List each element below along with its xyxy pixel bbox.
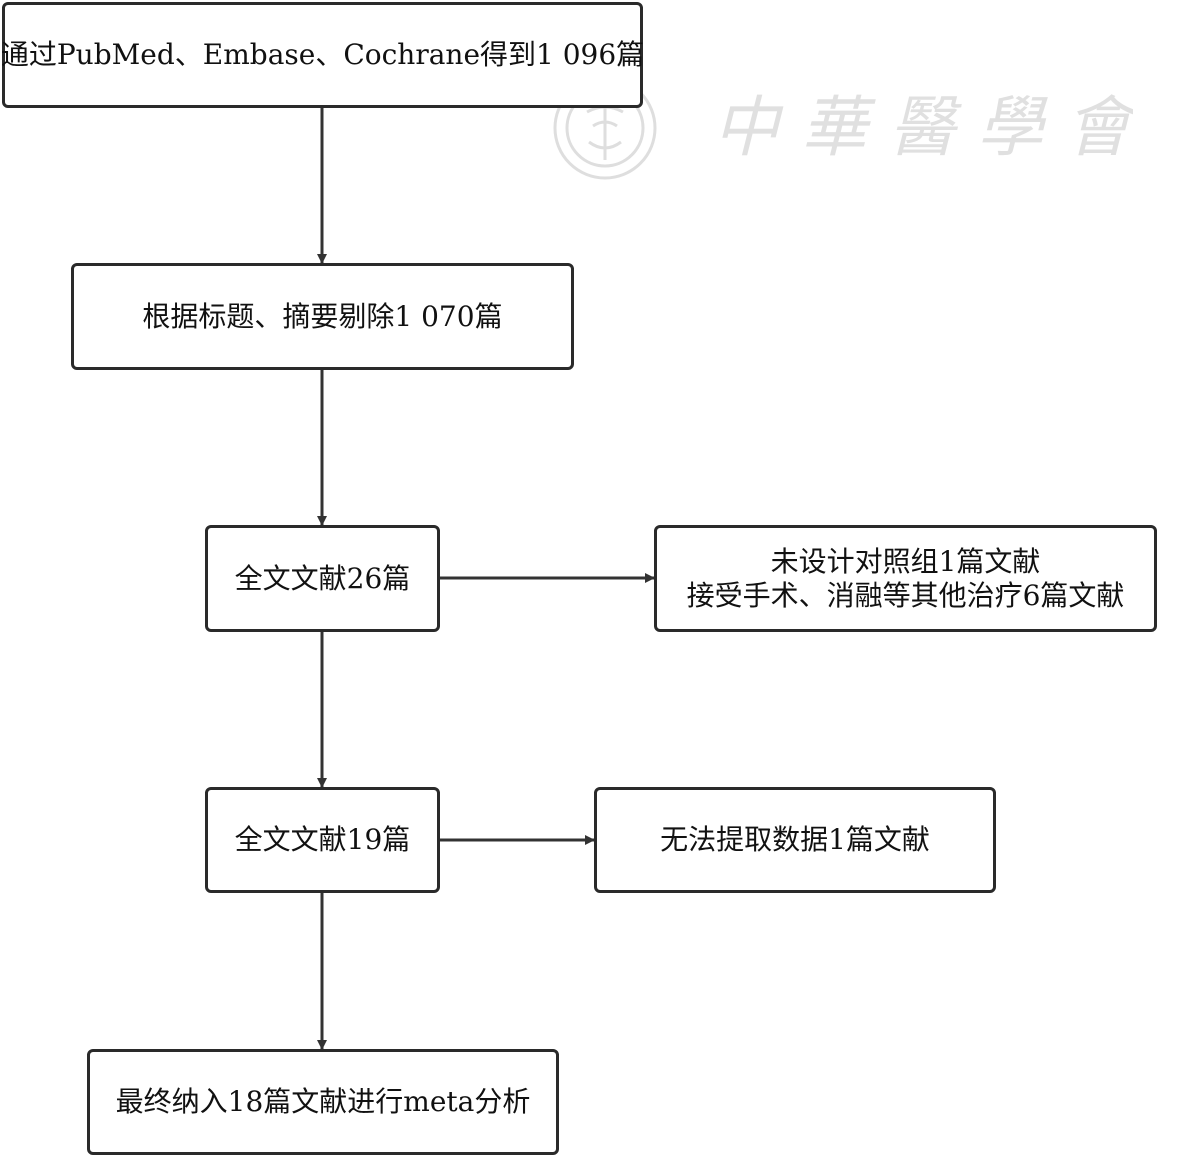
exclude1-box: 未设计对照组1篇文献 接受手术、消融等其他治疗6篇文献 [654,525,1157,632]
exclude1-line2: 接受手术、消融等其他治疗6篇文献 [686,578,1125,612]
search-box: 通过PubMed、Embase、Cochrane得到1 096篇 [0,2,645,108]
screen-box: 根据标题、摘要剔除1 070篇 [71,263,574,370]
fulltext-box-text: 全文文献26篇 [234,561,411,595]
exclude1-line1: 未设计对照组1篇文献 [770,544,1041,578]
chinese-medical-association-watermark: 中華醫學會 [553,76,1133,180]
fulltext-box: 全文文献26篇 [205,525,440,632]
exclude2-box: 无法提取数据1篇文献 [594,787,996,893]
included-box: 最终纳入18篇文献进行meta分析 [87,1049,559,1155]
fulltext2-box-text: 全文文献19篇 [234,823,411,857]
screen-box-text: 根据标题、摘要剔除1 070篇 [142,299,503,333]
fulltext2-box: 全文文献19篇 [205,787,440,893]
exclude2-box-text: 无法提取数据1篇文献 [660,823,930,857]
included-box-text: 最终纳入18篇文献进行meta分析 [115,1085,531,1119]
watermark-text: 中華醫學會 [713,89,1133,166]
search-box-text: 通过PubMed、Embase、Cochrane得到1 096篇 [0,38,645,72]
